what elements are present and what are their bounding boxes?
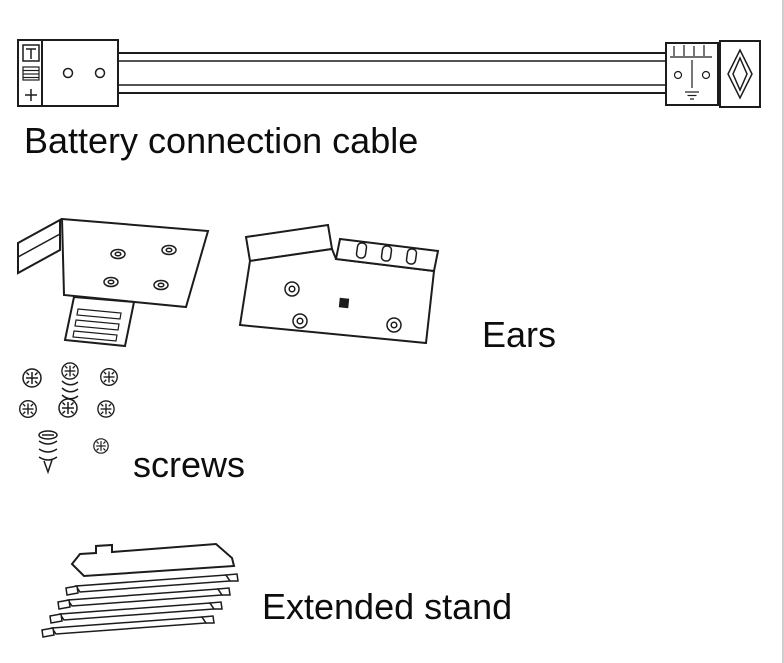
polarity-minus-symbol (26, 48, 36, 59)
battery-cable-drawing (17, 39, 761, 108)
ear-bracket-left-drawing (17, 217, 210, 348)
stand-slats (41, 573, 239, 638)
cable-wire (117, 52, 667, 94)
ear-left-body (17, 217, 210, 348)
screws-drawing (19, 362, 118, 475)
cable-right-connector (665, 40, 761, 108)
cable-left-connector (17, 39, 119, 107)
ears-label: Ears (482, 314, 557, 355)
ear-bracket-right-drawing (238, 223, 440, 345)
stripe-block (22, 66, 40, 81)
screw-icon (97, 400, 115, 418)
ear-right-holes (284, 281, 402, 333)
ear-right-square-hole (338, 297, 350, 309)
screw-icon (100, 368, 118, 386)
ear-right-slots (355, 242, 418, 265)
diamond-symbol (727, 48, 753, 100)
connector-pins (670, 45, 712, 58)
page-edge-line (782, 0, 784, 663)
polarity-plus-symbol (25, 89, 37, 101)
stand-top-rail (70, 542, 236, 578)
screw-icon (22, 368, 42, 388)
screw-icon (58, 398, 78, 418)
screws-label: screws (133, 444, 246, 485)
screw-icon (61, 362, 79, 380)
extended-stand-drawing (41, 542, 239, 638)
spring-screw-side (38, 430, 58, 475)
ground-symbol (685, 91, 699, 100)
screw-icon (93, 438, 109, 454)
ear-left-holes (103, 244, 177, 291)
screw-icon (19, 400, 37, 418)
battery-cable-label: Battery connection cable (24, 120, 419, 161)
ear-left-louvers (72, 308, 122, 342)
ear-right-body (238, 223, 440, 345)
extended-stand-label: Extended stand (262, 586, 513, 627)
